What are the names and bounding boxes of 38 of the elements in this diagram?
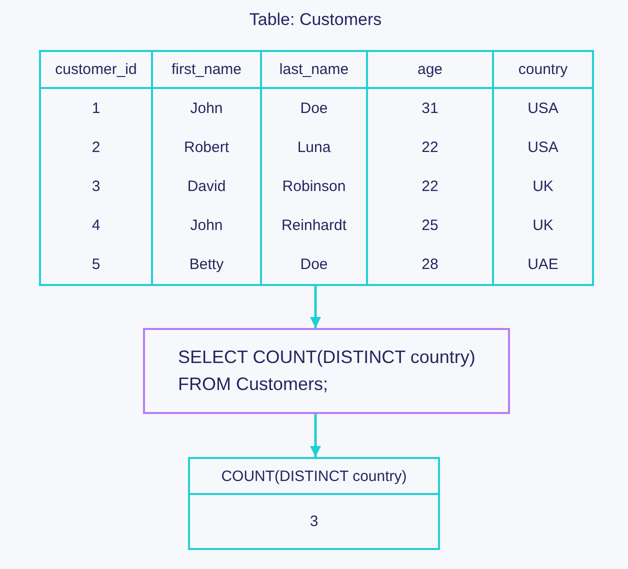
arrow [310,286,321,328]
table-cell: UK [493,206,593,245]
table-cell: 1 [40,88,152,128]
table-cell: 3 [189,494,439,549]
table-cell: 22 [367,167,493,206]
column-header: last_name [261,51,367,88]
table-cell: Robinson [261,167,367,206]
table-cell: UK [493,167,593,206]
table-cell: John [152,206,261,245]
table-cell: Luna [261,128,367,167]
table-cell: Doe [261,88,367,128]
column-header: age [367,51,493,88]
table-cell: Robert [152,128,261,167]
table-title: Table: Customers [249,9,382,31]
table-cell: 28 [367,245,493,285]
table-cell: Reinhardt [261,206,367,245]
table-cell: USA [493,128,593,167]
table-cell: UAE [493,245,593,285]
table-cell: 22 [367,128,493,167]
table-cell: John [152,88,261,128]
table-cell: David [152,167,261,206]
table-cell: 3 [40,167,152,206]
column-header: first_name [152,51,261,88]
column-header: COUNT(DISTINCT country) [189,458,439,494]
table-cell: 31 [367,88,493,128]
column-header: country [493,51,593,88]
table-cell: 2 [40,128,152,167]
column-header: customer_id [40,51,152,88]
query-box [143,328,510,414]
sql-code: SELECT COUNT(DISTINCT country) FROM Customers; [178,347,476,394]
table-cell: 5 [40,245,152,285]
table-cell: Doe [261,245,367,285]
table-cell: 4 [40,206,152,245]
result-table [188,457,440,550]
arrow [310,414,321,457]
table-cell: Betty [152,245,261,285]
table-cell: 25 [367,206,493,245]
table-cell: USA [493,88,593,128]
